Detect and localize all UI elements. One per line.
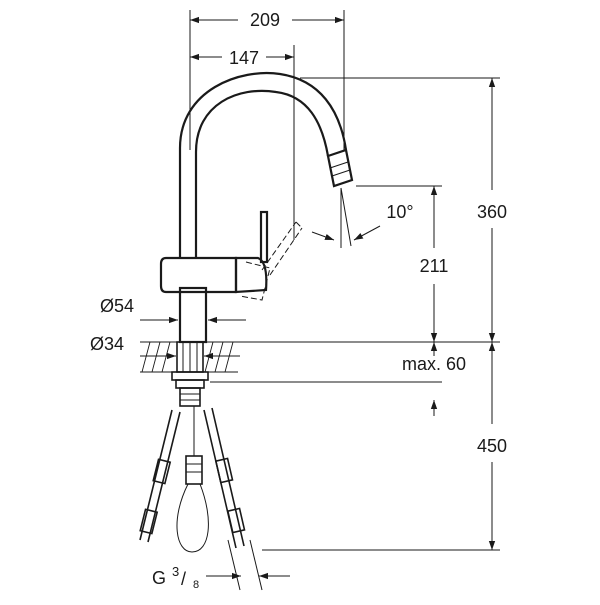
dim-base-diameter: Ø54 — [100, 296, 246, 324]
dim-outlet-height: 211 — [356, 185, 449, 342]
shank-diameter-label: Ø34 — [90, 334, 124, 354]
thread-denominator: 8 — [193, 579, 199, 591]
thread-size-callout: G 3 / 8 — [152, 539, 290, 591]
hose-length-label: 450 — [477, 436, 507, 456]
faucet-body — [159, 72, 354, 344]
spout-reach-label: 147 — [229, 48, 259, 68]
thread-slash: / — [181, 569, 186, 589]
spout-tilt-label: 10° — [386, 202, 413, 222]
max-deck-label: max. 60 — [402, 354, 466, 374]
thread-numerator: 3 — [172, 564, 179, 579]
dim-max-deck: max. 60 — [210, 342, 466, 416]
countertop-section — [140, 341, 238, 373]
dim-total-reach: 209 — [189, 10, 345, 150]
thread-prefix: G — [152, 568, 166, 588]
dim-hose-length: 450 — [262, 342, 507, 551]
dim-total-height: 360 — [218, 77, 507, 343]
total-reach-label: 209 — [250, 10, 280, 30]
dim-spout-tilt: 10° — [311, 187, 414, 248]
dim-shank-diameter: Ø34 — [90, 334, 240, 360]
outlet-height-label: 211 — [420, 256, 449, 276]
shank-connector — [171, 371, 209, 407]
total-height-label: 360 — [477, 202, 507, 222]
dim-spout-reach: 147 — [190, 45, 295, 240]
supply-hoses — [139, 406, 246, 553]
base-diameter-label: Ø54 — [100, 296, 134, 316]
svg-text:G: G — [152, 568, 166, 588]
